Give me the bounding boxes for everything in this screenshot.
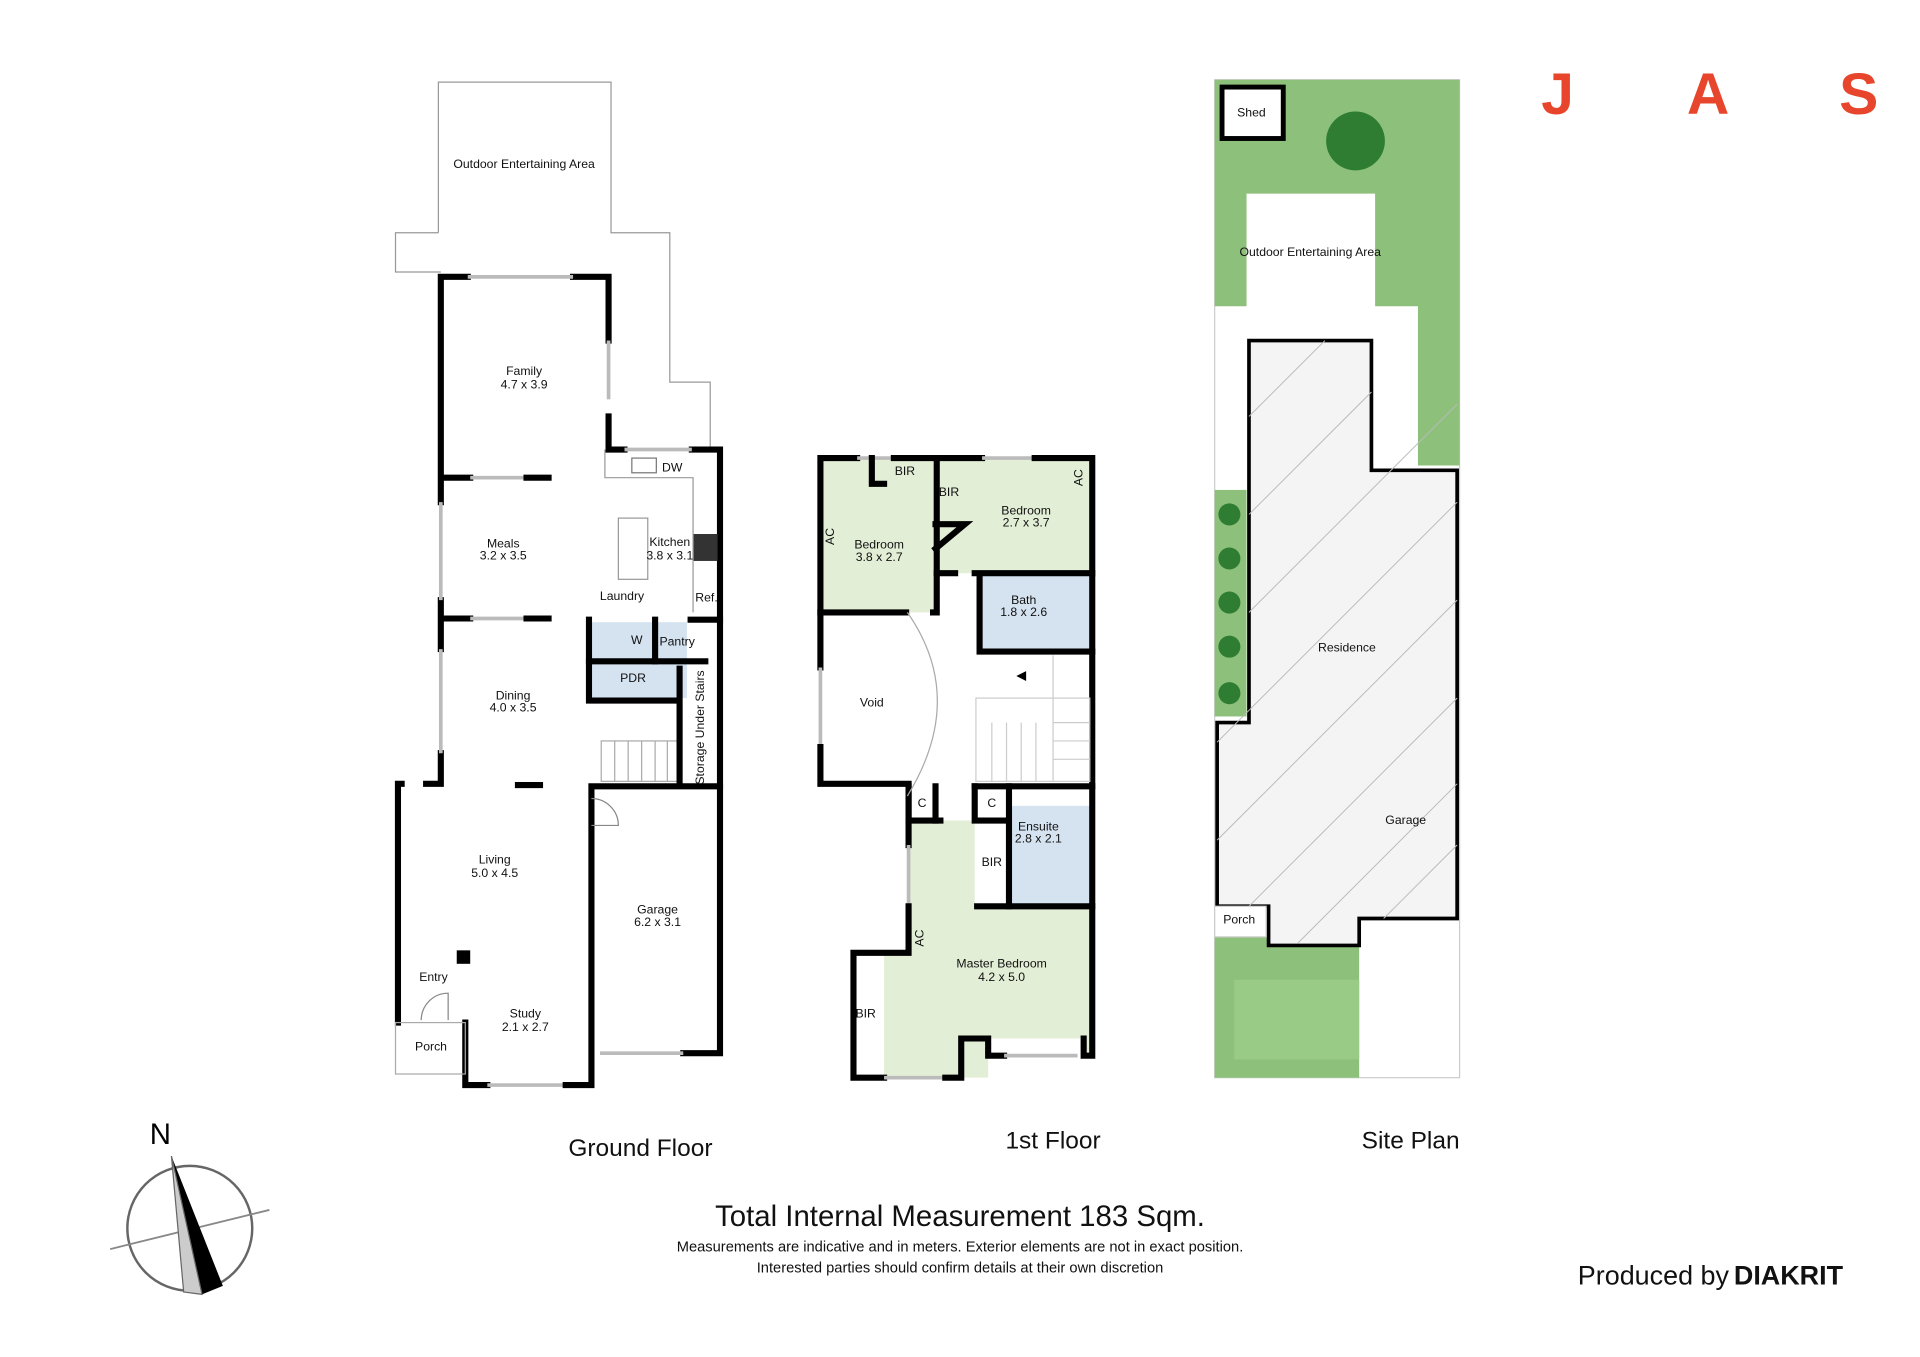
- room-label-master-bedroom: Master Bedroom: [956, 956, 1046, 970]
- ground-floor-title: Ground Floor: [568, 1135, 712, 1162]
- bir-label: BIR: [856, 1007, 877, 1021]
- north-compass-icon: N: [109, 1118, 270, 1296]
- ground-floor-plan: Outdoor Entertaining Area: [394, 81, 724, 1162]
- washer-label: W: [631, 633, 643, 647]
- svg-text:A: A: [1687, 62, 1729, 127]
- site-porch-label: Porch: [1223, 912, 1255, 926]
- residence-footprint: [1215, 338, 1459, 948]
- door-swing: [591, 797, 619, 827]
- cupboard-label: C: [987, 796, 996, 810]
- shed: [1219, 84, 1286, 141]
- site-outdoor-label: Outdoor Entertaining Area: [1239, 245, 1381, 259]
- residence-label: Residence: [1318, 641, 1376, 655]
- powder-room-label: PDR: [620, 671, 646, 685]
- total-measurement: Total Internal Measurement 183 Sqm.: [715, 1200, 1205, 1233]
- fridge-label: Ref.: [695, 590, 717, 604]
- room-dims: 3.8 x 2.7: [856, 550, 903, 564]
- room-label-bath: Bath: [1011, 593, 1036, 607]
- room-label-bedroom: Bedroom: [1001, 503, 1051, 517]
- room-dims: 4.7 x 3.9: [501, 377, 548, 391]
- room-label-kitchen: Kitchen: [649, 535, 690, 549]
- room-dims: 2.8 x 2.1: [1015, 832, 1062, 846]
- room-dims: 2.1 x 2.7: [502, 1020, 549, 1034]
- residence-hatch: [1216, 340, 1458, 944]
- room-dims: 6.2 x 3.1: [634, 915, 681, 929]
- wall: [605, 413, 628, 453]
- room-dims: 5.0 x 4.5: [471, 866, 518, 880]
- column: [456, 950, 471, 964]
- diakrit-brand: DIAKRIT: [1734, 1261, 1844, 1291]
- ensuite-area: [1008, 805, 1090, 904]
- wall: [394, 780, 405, 1026]
- jas-logo: J A S: [1541, 62, 1878, 127]
- laundry-label: Laundry: [600, 589, 645, 603]
- room-dims: 4.0 x 3.5: [490, 701, 537, 715]
- shed-label: Shed: [1237, 105, 1266, 119]
- room-label-garage: Garage: [637, 903, 678, 917]
- bir-label: BIR: [939, 485, 960, 499]
- ac-label: AC: [823, 528, 837, 545]
- disclaimer-line-2: Interested parties should confirm detail…: [757, 1260, 1164, 1276]
- room-dims: 1.8 x 2.6: [1000, 605, 1047, 619]
- site-plan: Shed Outdoor Entertaining Area Residence…: [1214, 79, 1461, 1155]
- stairs-arrow-icon: [1016, 671, 1027, 681]
- cooktop-icon: [693, 534, 718, 561]
- disclaimer-line-1: Measurements are indicative and in meter…: [677, 1240, 1244, 1256]
- svg-text:S: S: [1839, 62, 1878, 127]
- kitchen-island: [617, 517, 649, 580]
- first-floor-plan: Bedroom 3.8 x 2.7 Bedroom 2.7 x 3.7 Bath…: [817, 455, 1101, 1155]
- bath-area: [979, 575, 1090, 652]
- bedroom-3-area: [936, 458, 1093, 574]
- room-label-dining: Dining: [496, 688, 531, 702]
- room-label-meals: Meals: [487, 536, 520, 550]
- produced-by-label: Produced by: [1578, 1261, 1730, 1291]
- storage-label: Storage Under Stairs: [693, 670, 707, 784]
- shrubs: [1218, 503, 1241, 705]
- svg-text:J: J: [1541, 62, 1574, 127]
- wall: [437, 273, 471, 506]
- rear-lawn: [1214, 79, 1460, 466]
- void-label: Void: [860, 696, 884, 710]
- master-bedroom-area: [884, 820, 1093, 1078]
- entry-label: Entry: [419, 970, 448, 984]
- tree-icon: [1326, 111, 1385, 171]
- room-label-family: Family: [506, 364, 543, 378]
- wall: [423, 750, 444, 787]
- room-dims: 3.8 x 3.1: [646, 549, 693, 563]
- room-label-study: Study: [510, 1007, 542, 1021]
- wall: [680, 446, 724, 1057]
- wall: [462, 1019, 491, 1089]
- sink-icon: [631, 457, 657, 474]
- room-label-bedroom: Bedroom: [854, 538, 904, 552]
- outdoor-area-step: [394, 232, 441, 273]
- cupboard-label: C: [918, 796, 927, 810]
- first-floor-stairs: [975, 655, 1091, 782]
- site-plan-title: Site Plan: [1362, 1128, 1460, 1155]
- ac-label: AC: [912, 929, 926, 946]
- dishwasher-label: DW: [662, 461, 683, 475]
- wall: [562, 783, 724, 1089]
- site-garage-label: Garage: [1385, 813, 1426, 827]
- void-curve: [906, 612, 938, 797]
- ac-label: AC: [1071, 469, 1085, 486]
- outdoor-area-label: Outdoor Entertaining Area: [453, 157, 595, 171]
- room-dims: 4.2 x 5.0: [978, 970, 1025, 984]
- ground-stairs: [600, 740, 678, 782]
- porch-area: [394, 1021, 466, 1075]
- bir-label: BIR: [982, 855, 1003, 869]
- pantry-label: Pantry: [659, 634, 695, 648]
- outdoor-area-outline: [437, 81, 711, 450]
- porch-label: Porch: [415, 1040, 447, 1054]
- room-label-ensuite: Ensuite: [1018, 819, 1059, 833]
- first-floor-title: 1st Floor: [1005, 1128, 1100, 1155]
- bir-label: BIR: [895, 464, 916, 478]
- north-label: N: [150, 1118, 171, 1151]
- room-label-living: Living: [479, 852, 511, 866]
- room-dims: 2.7 x 3.7: [1003, 516, 1050, 530]
- wall: [570, 273, 612, 344]
- room-dims: 3.2 x 3.5: [480, 549, 527, 563]
